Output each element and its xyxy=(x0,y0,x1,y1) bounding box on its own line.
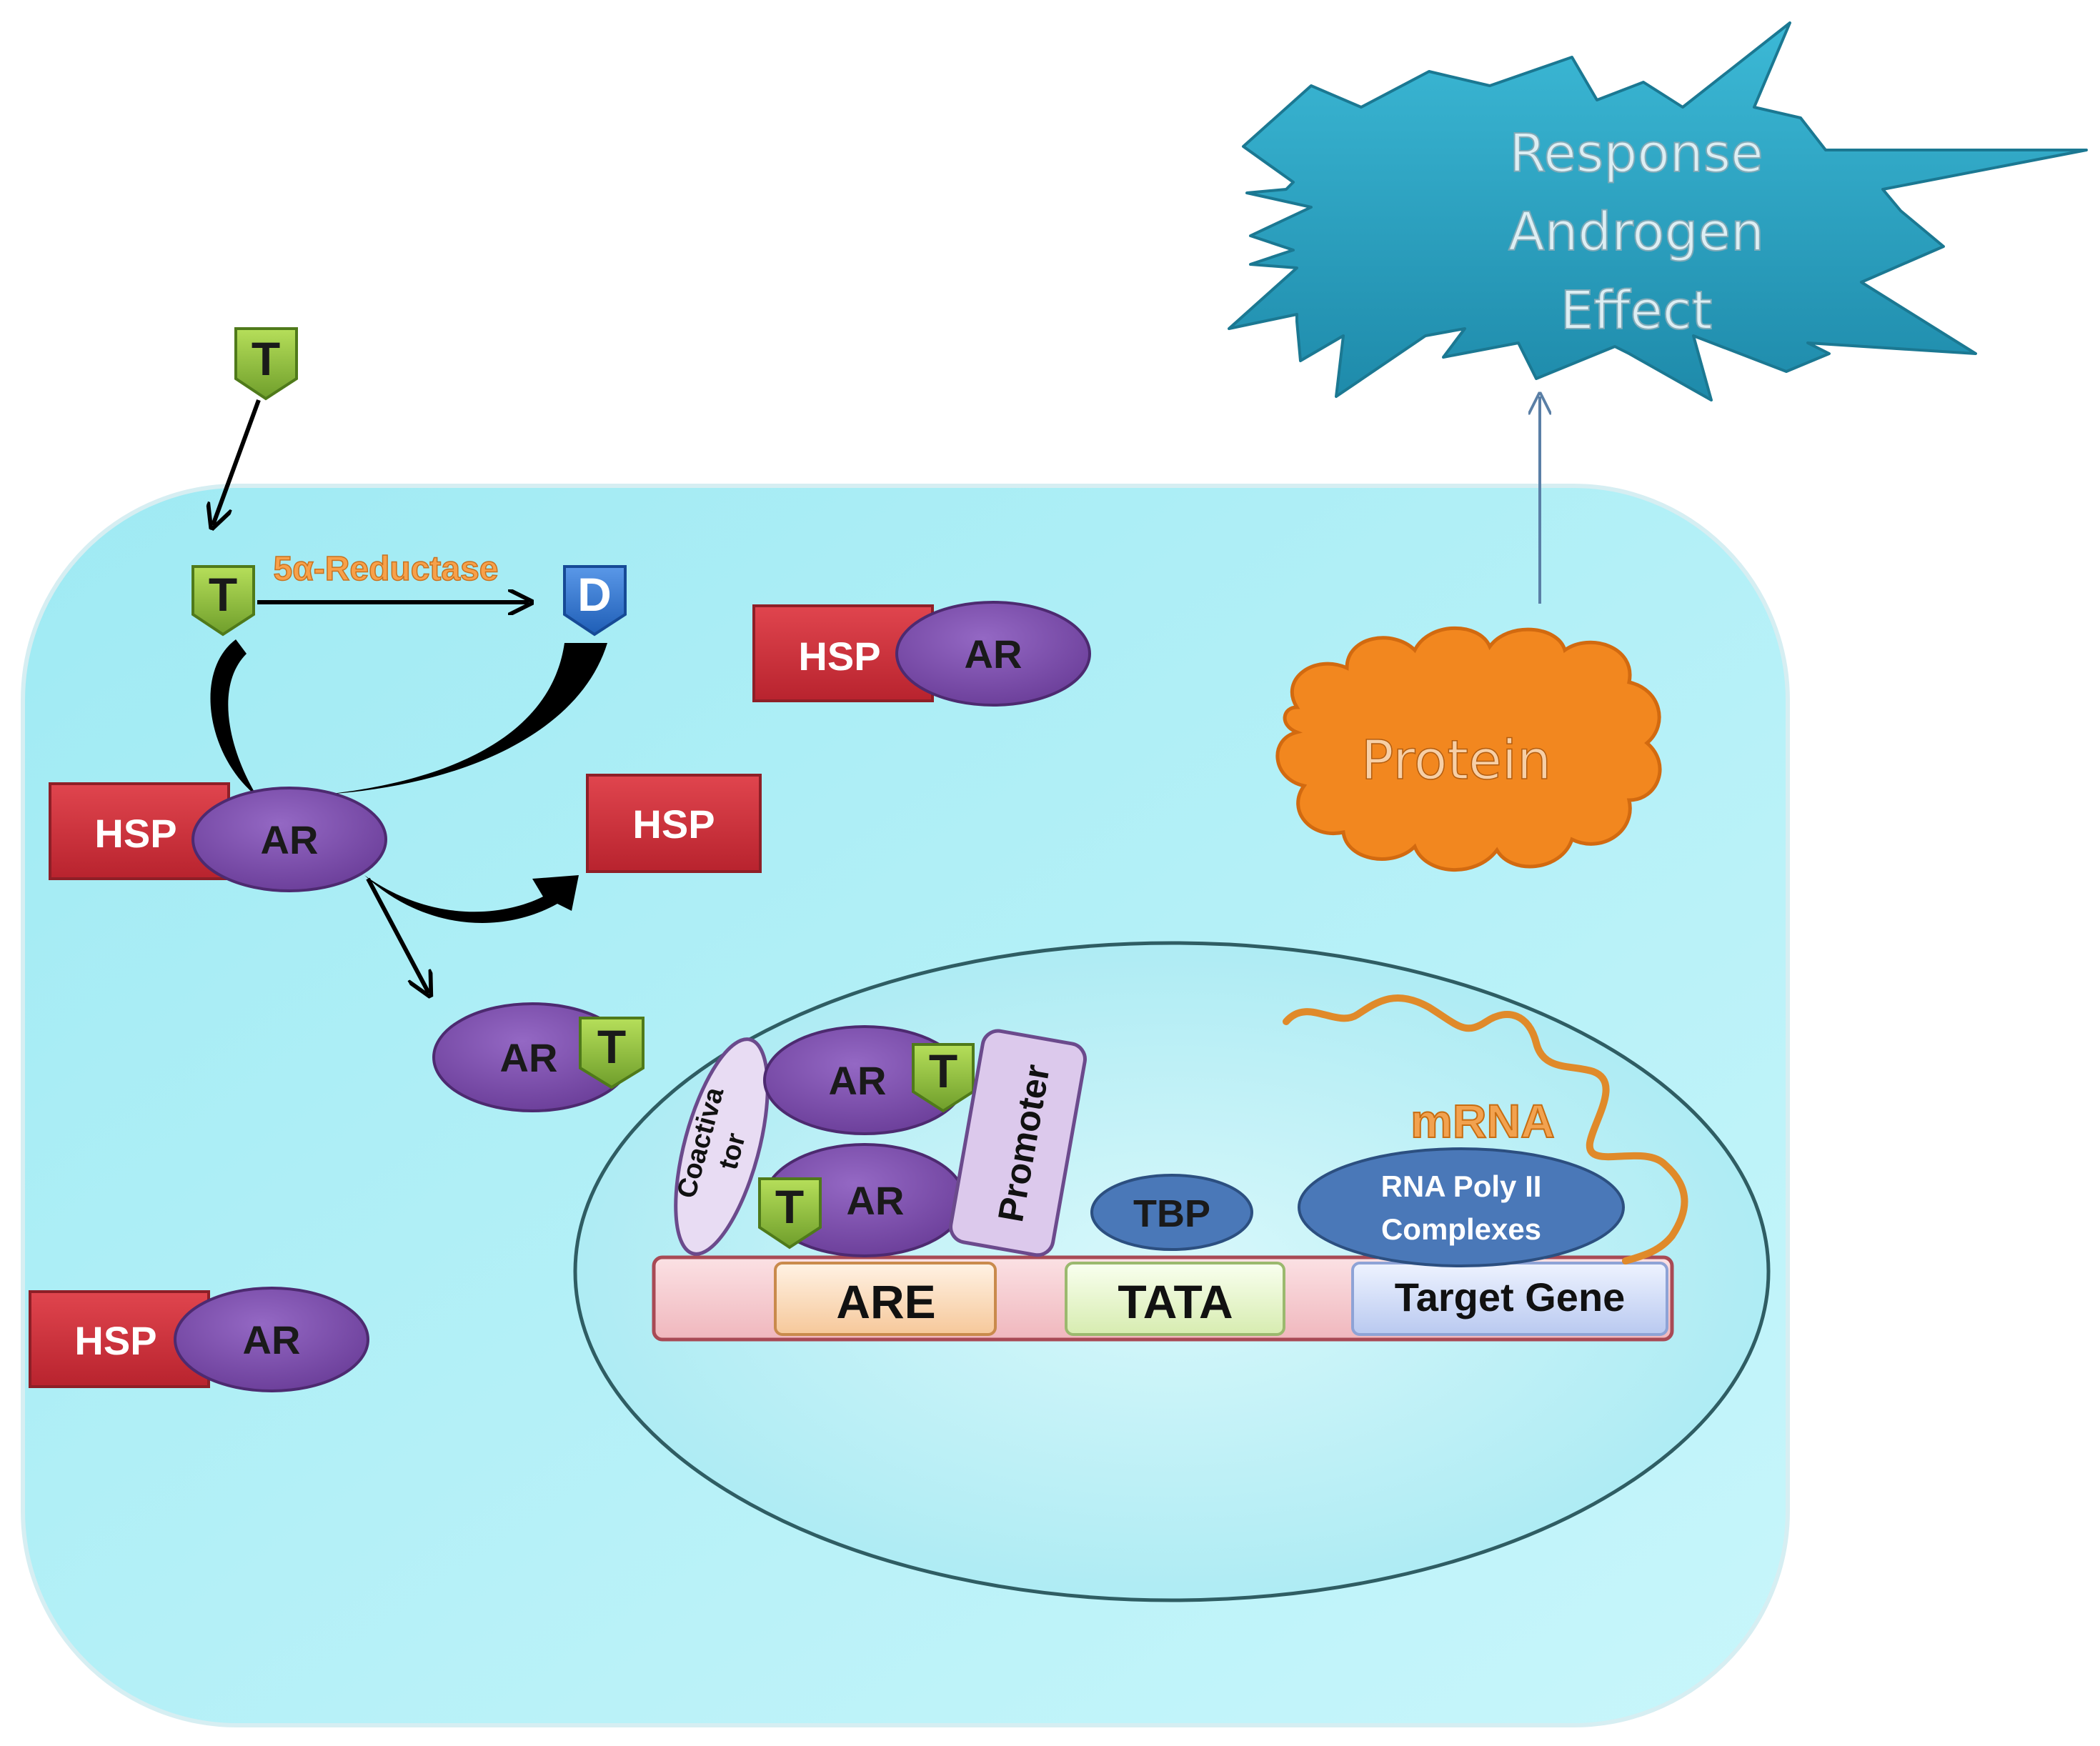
promoter: Promoter xyxy=(949,1029,1087,1257)
protein-label: Protein xyxy=(1361,728,1551,792)
ar-t-dimer-bottom: AR T xyxy=(758,1143,966,1257)
hsp-ar-complex-top: HSP AR xyxy=(752,601,1091,707)
ar-label: AR xyxy=(847,1178,905,1223)
burst-text-line1: Response xyxy=(1509,123,1763,184)
ar-t-dimer-top: AR T xyxy=(763,1025,975,1135)
rna-pol-label-line2: Complexes xyxy=(1381,1212,1541,1246)
tata-element xyxy=(1065,1262,1285,1336)
tata-label: TATA xyxy=(1118,1275,1233,1328)
ar-label: AR xyxy=(500,1035,558,1080)
ar-to-hsp-curve xyxy=(364,875,579,923)
testosterone-inside: T xyxy=(191,565,255,637)
hsp-ar-complex-left: HSP AR xyxy=(49,782,387,892)
testosterone-label: T xyxy=(929,1044,957,1097)
testosterone-label: T xyxy=(252,332,280,385)
testosterone-outside: T xyxy=(234,327,298,401)
dht-molecule: D xyxy=(563,565,627,637)
mrna-strand xyxy=(1283,994,1688,1264)
hsp-ar-complex-bottom: HSP AR xyxy=(29,1287,369,1392)
are-element xyxy=(774,1262,997,1336)
t-to-ar-curve xyxy=(210,639,257,797)
burst-text-line2: Androgen xyxy=(1508,201,1764,263)
dht-label: D xyxy=(577,568,612,621)
testosterone-inside-label: T xyxy=(209,568,237,621)
mrna-label: mRNA xyxy=(1410,1094,1555,1147)
target-gene-label: Target Gene xyxy=(1395,1274,1626,1320)
ar-label: AR xyxy=(261,817,319,862)
ar-t-complex: AR T xyxy=(432,1002,645,1112)
dna-strand: ARE TATA Target Gene xyxy=(652,1255,1674,1342)
tbp: TBP xyxy=(1090,1174,1253,1251)
enzyme-label: 5α-Reductase xyxy=(274,550,499,588)
tbp-label: TBP xyxy=(1133,1192,1210,1235)
free-hsp: HSP xyxy=(586,774,762,873)
rna-pol-ii-complex: RNA Poly II Complexes xyxy=(1298,1147,1625,1267)
hsp-label: HSP xyxy=(74,1318,156,1363)
hsp-label: HSP xyxy=(94,811,176,856)
d-to-ar-curve xyxy=(325,643,607,794)
rna-pol-label-line1: RNA Poly II xyxy=(1381,1169,1542,1203)
ar-to-art-arrow xyxy=(366,877,429,993)
ar-label: AR xyxy=(243,1317,301,1362)
ar-label: AR xyxy=(829,1058,887,1103)
are-label: ARE xyxy=(836,1275,935,1328)
response-burst: Response Androgen Effect xyxy=(1228,21,2088,401)
protein-cloud: Protein xyxy=(1275,626,1662,872)
testosterone-label: T xyxy=(775,1180,804,1233)
t-entry-arrow xyxy=(213,399,261,525)
ar-label: AR xyxy=(965,632,1022,677)
hsp-label: HSP xyxy=(632,802,715,847)
testosterone-label: T xyxy=(597,1020,626,1073)
hsp-label: HSP xyxy=(798,634,880,679)
burst-text-line3: Effect xyxy=(1561,280,1713,341)
